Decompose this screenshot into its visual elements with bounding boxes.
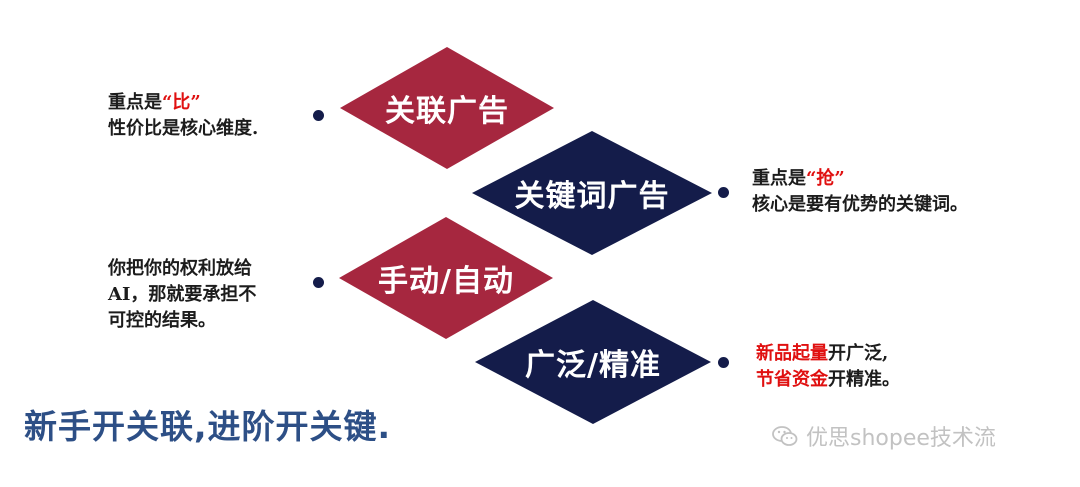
dot-keyword <box>718 187 729 198</box>
diamond-manual-auto: 手动/自动 <box>339 217 553 339</box>
highlight-qiang: “抢” <box>806 168 845 189</box>
highlight-bi: “比” <box>162 92 201 113</box>
wechat-icon <box>772 426 798 446</box>
note-manual-line3: 可控的结果。 <box>108 310 216 331</box>
note-broad-line2: 节省资金开精准。 <box>756 369 900 390</box>
note-manual: 你把你的权利放给 AI，那就要承担不 可控的结果。 <box>108 256 256 334</box>
diamond-broad-exact: 广泛/精准 <box>475 300 711 424</box>
note-manual-line2: AI，那就要承担不 <box>108 284 257 305</box>
related-ads-label: 关联广告 <box>385 94 509 129</box>
note-related-line1: 重点是“比” <box>108 92 201 113</box>
note-keyword: 重点是“抢” 核心是要有优势的关键词。 <box>752 166 968 218</box>
note-manual-line1: 你把你的权利放给 <box>108 258 252 279</box>
note-related-line2: 性价比是核心维度. <box>108 118 259 139</box>
dot-related <box>313 110 324 121</box>
broad-exact-label: 广泛/精准 <box>525 348 661 383</box>
manual-auto-label: 手动/自动 <box>378 264 514 299</box>
note-broad-line1: 新品起量开广泛, <box>756 343 889 364</box>
dot-manual <box>313 277 324 288</box>
note-related: 重点是“比” 性价比是核心维度. <box>108 90 258 142</box>
note-keyword-line2: 核心是要有优势的关键词。 <box>752 194 968 215</box>
diamond-keyword-ads: 关键词广告 <box>472 131 712 255</box>
watermark: 优思shopee技术流 <box>772 420 996 452</box>
diamond-related-ads: 关联广告 <box>340 47 554 169</box>
note-broad: 新品起量开广泛, 节省资金开精准。 <box>756 341 900 393</box>
watermark-text: 优思shopee技术流 <box>806 426 996 451</box>
tagline: 新手开关联,进阶开关键. <box>24 407 392 446</box>
dot-broad <box>718 357 729 368</box>
note-keyword-line1: 重点是“抢” <box>752 168 845 189</box>
keyword-ads-label: 关键词广告 <box>514 179 670 214</box>
